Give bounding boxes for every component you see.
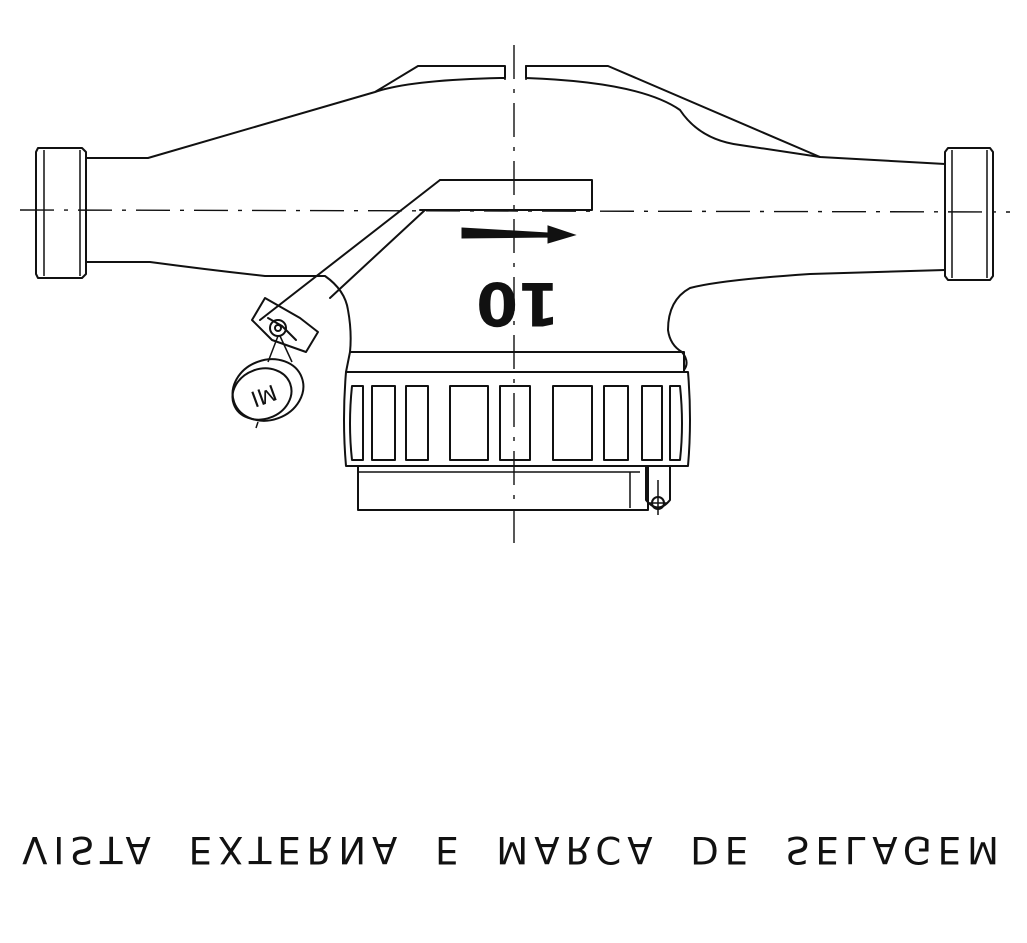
drawing-caption: VISTA EXTERNA E MARCA DE SELAGEM <box>22 828 1005 871</box>
register-collar <box>345 351 685 373</box>
seal-lug <box>251 297 319 363</box>
register-ring <box>343 371 691 467</box>
left-end-fitting <box>35 147 87 279</box>
base-plate <box>357 465 649 511</box>
lead-seal <box>231 358 305 429</box>
flow-marking: 10 <box>476 268 560 338</box>
seal-marking: MI <box>247 378 279 410</box>
register-plate <box>259 179 593 321</box>
right-end-fitting <box>944 147 994 281</box>
flow-direction-arrow <box>461 225 577 244</box>
seal-screw <box>645 465 671 515</box>
